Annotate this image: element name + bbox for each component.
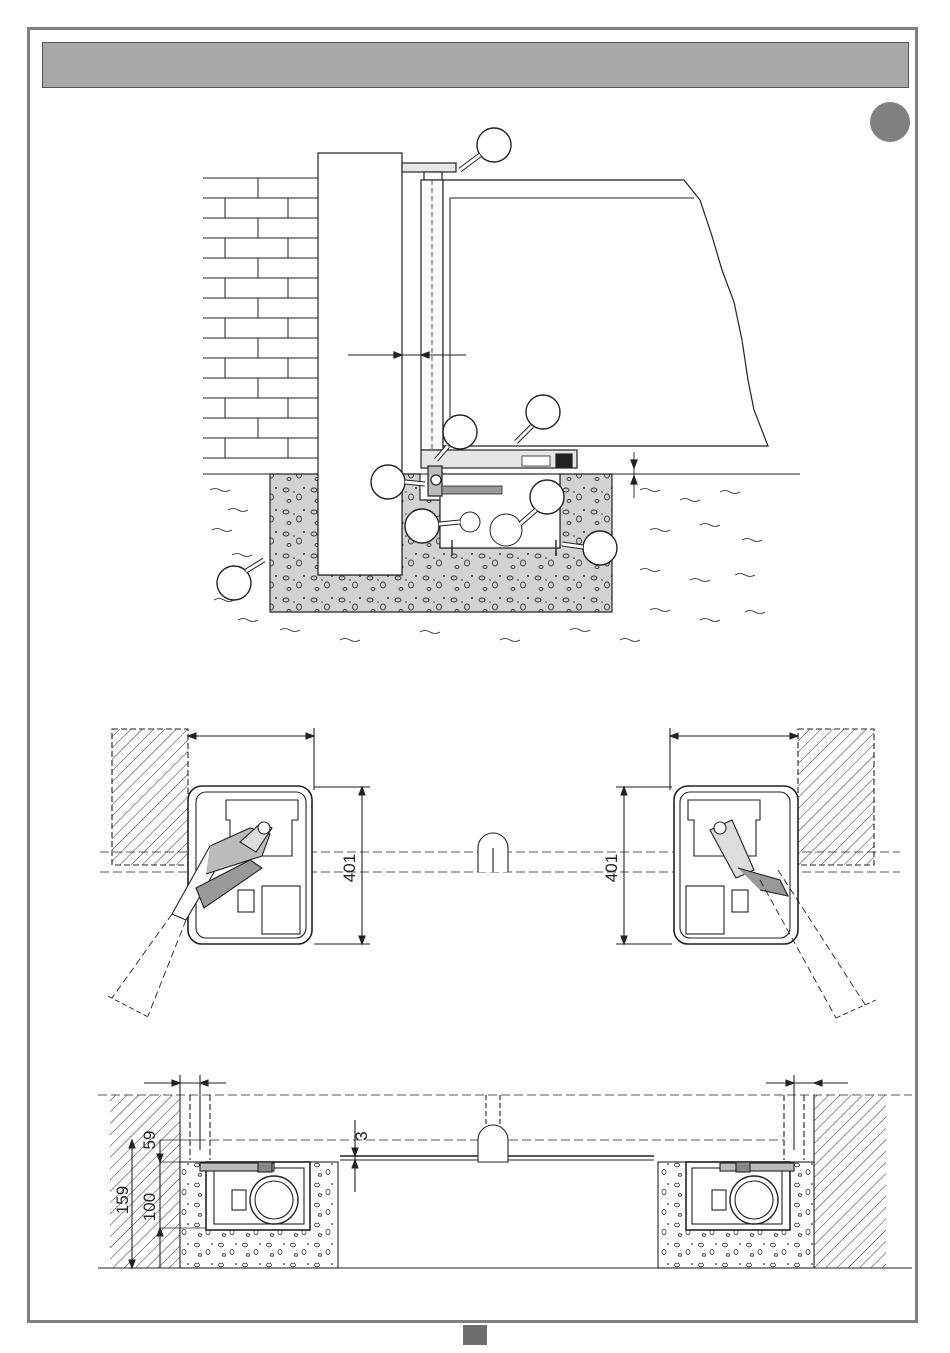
plan-left-dimension: 401 bbox=[340, 854, 359, 882]
left-wall-elevation bbox=[110, 1095, 180, 1268]
right-wall-elevation bbox=[814, 1095, 886, 1268]
brick-wall bbox=[203, 178, 318, 474]
section-view bbox=[203, 153, 800, 642]
elevation-box-dimension: 100 bbox=[140, 1193, 159, 1221]
elevation-total-dimension: 159 bbox=[113, 1186, 132, 1214]
pillar bbox=[318, 153, 402, 575]
elevation-view bbox=[98, 1075, 912, 1268]
top-hinge bbox=[402, 163, 456, 172]
callout-bubble bbox=[217, 560, 264, 600]
left-wall bbox=[112, 729, 188, 865]
right-wall bbox=[798, 729, 874, 865]
elevation-top-dimension: 59 bbox=[140, 1131, 159, 1150]
plan-view bbox=[100, 728, 900, 1018]
plan-right-dimension: 401 bbox=[602, 854, 621, 882]
gate-leaf bbox=[443, 180, 768, 446]
elevation-gap-dimension: 3 bbox=[352, 1131, 371, 1140]
callout-bubble bbox=[460, 128, 511, 170]
